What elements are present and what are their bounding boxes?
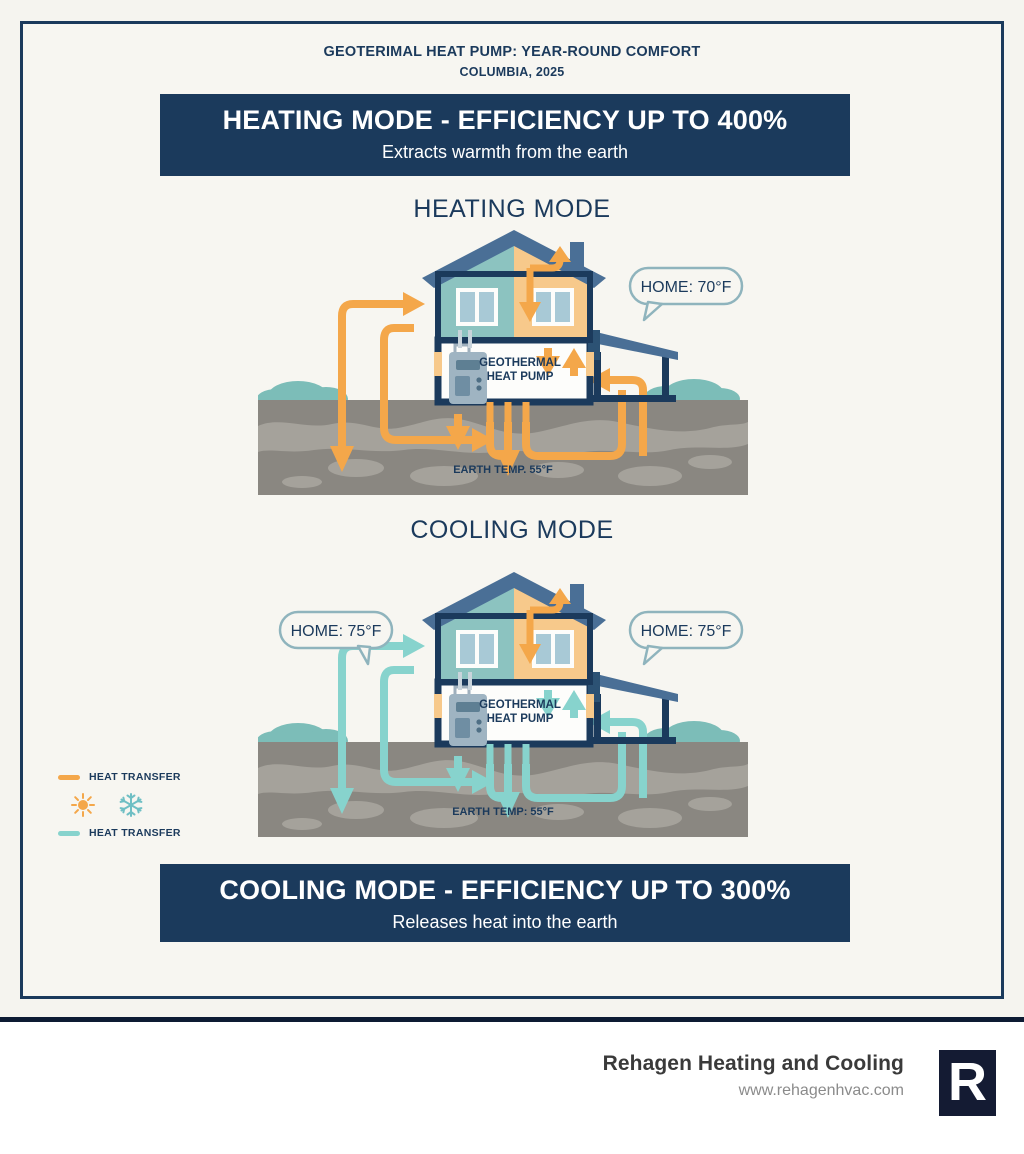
legend-icon-row	[58, 788, 238, 822]
snowflake-icon	[119, 793, 143, 817]
window-left-icon	[456, 630, 498, 668]
earth-temp-label: EARTH TEMP. 55°F	[453, 464, 553, 476]
indoor-airflow-arrows-warm	[519, 588, 571, 664]
footer-bar: Rehagen Heating and Cooling www.rehagenh…	[0, 1022, 1024, 1154]
heat-pump-unit-icon	[449, 685, 487, 746]
window-right-icon	[532, 630, 574, 668]
heating-banner-title: HEATING MODE - EFFICIENCY UP TO 400%	[222, 105, 788, 135]
page-subtitle: COLUMBIA, 2025	[459, 65, 565, 79]
house-illustration	[422, 572, 678, 748]
house-illustration	[422, 230, 678, 406]
indoor-airflow-arrows-cool	[536, 690, 586, 718]
heat-pump-label-line2: HEAT PUMP	[487, 713, 554, 725]
heat-pump-unit-icon	[449, 343, 487, 404]
heating-diagram: GEOTHERMAL HEAT PUMP EARTH TEMP. 55°F HO…	[258, 230, 748, 495]
cooling-banner-subtitle: Releases heat into the earth	[392, 911, 618, 932]
home-temp-bubble-right: HOME: 75°F	[628, 610, 744, 666]
heat-pump-label-line1: GEOTHERMAL	[479, 357, 561, 369]
cooling-banner: COOLING MODE - EFFICIENCY UP TO 300% Rel…	[160, 864, 850, 942]
cooling-section-heading: COOLING MODE	[410, 516, 614, 544]
heat-pump-label-line1: GEOTHERMAL	[479, 699, 561, 711]
arrow-heads	[330, 292, 610, 476]
svg-text:HOME: 70°F: HOME: 70°F	[641, 279, 732, 296]
legend: HEAT TRANSFER	[58, 766, 238, 844]
window-right-icon	[532, 288, 574, 326]
cooling-diagram: GEOTHERMAL HEAT PUMP EARTH TEMP: 55°F HO…	[258, 552, 748, 837]
earth-temp-label: EARTH TEMP: 55°F	[452, 806, 554, 818]
sun-icon	[71, 793, 95, 817]
window-left-icon	[456, 288, 498, 326]
heat-transfer-arrows	[338, 300, 647, 462]
legend-swatch-cool	[58, 830, 80, 836]
legend-label-warm: HEAT TRANSFER	[89, 771, 181, 783]
legend-label-cool: HEAT TRANSFER	[89, 827, 181, 839]
home-temp-bubble-right: HOME: 70°F	[628, 266, 744, 322]
earth-ground	[258, 742, 748, 837]
company-website[interactable]: www.rehagenhvac.com	[738, 1082, 904, 1099]
svg-text:HOME: 75°F: HOME: 75°F	[641, 623, 732, 640]
heating-banner: HEATING MODE - EFFICIENCY UP TO 400% Ext…	[160, 94, 850, 176]
heating-banner-subtitle: Extracts warmth from the earth	[381, 141, 629, 162]
pump-riser-pipes	[458, 330, 472, 348]
legend-row-warm: HEAT TRANSFER	[58, 766, 238, 788]
company-name: Rehagen Heating and Cooling	[602, 1052, 904, 1075]
poster-panel: GEOTERIMAL HEAT PUMP: YEAR-ROUND COMFORT…	[0, 0, 1024, 1022]
ground-loop-pipes	[486, 744, 530, 764]
legend-row-cool: HEAT TRANSFER	[58, 822, 238, 844]
heat-pump-label-line2: HEAT PUMP	[487, 371, 554, 383]
cooling-banner-title: COOLING MODE - EFFICIENCY UP TO 300%	[219, 875, 791, 905]
svg-text:HOME: 75°F: HOME: 75°F	[291, 623, 382, 640]
company-logo: R	[939, 1050, 996, 1116]
page-title: GEOTERIMAL HEAT PUMP: YEAR-ROUND COMFORT	[323, 44, 701, 60]
logo-letter: R	[948, 1051, 987, 1112]
legend-swatch-warm	[58, 774, 80, 780]
heating-section-heading: HEATING MODE	[413, 195, 611, 223]
footer-text-block: Rehagen Heating and Cooling www.rehagenh…	[603, 1052, 904, 1100]
poster-bottom-rule	[0, 1017, 1024, 1022]
ground-loop-pipes	[486, 402, 530, 422]
indoor-airflow-arrows	[519, 246, 586, 376]
pump-riser-pipes	[458, 672, 472, 690]
home-temp-bubble-left: HOME: 75°F	[278, 610, 394, 666]
